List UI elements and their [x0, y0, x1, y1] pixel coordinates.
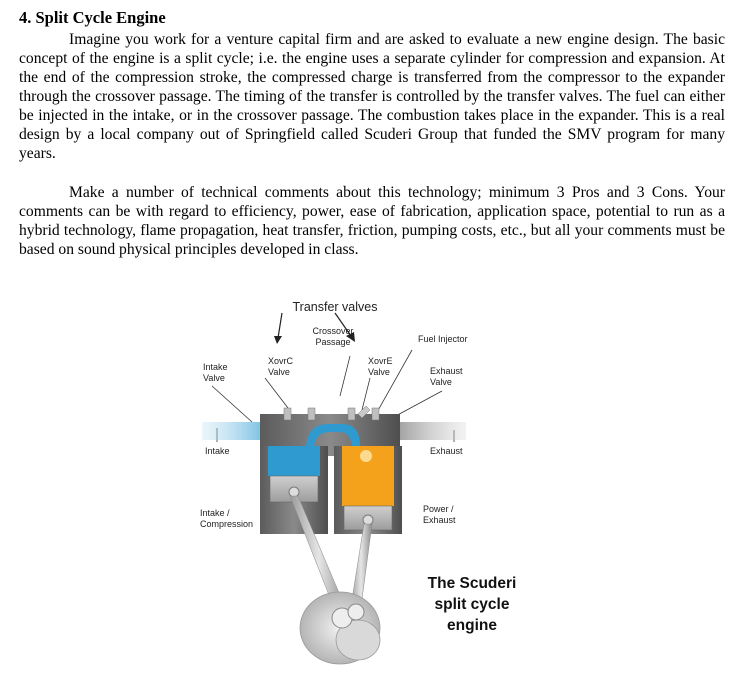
engine-diagram — [202, 312, 466, 665]
intake-valve — [283, 407, 292, 421]
leader-intake-valve — [211, 385, 253, 423]
paragraph-intro: Imagine you work for a venture capital f… — [19, 31, 725, 162]
fuel-injector — [357, 405, 371, 419]
compressor-charge — [268, 446, 320, 476]
label-xovrc-valve: XovrC Valve — [268, 356, 294, 377]
xovre-valve — [347, 407, 356, 421]
exhaust-pipe — [386, 422, 466, 440]
label-xovre-valve: XovrE Valve — [368, 356, 393, 377]
leader-xovre — [361, 377, 371, 411]
label-transfer-valves: Transfer valves — [292, 300, 378, 314]
compressor-pin — [288, 486, 300, 498]
crossover-passage — [306, 424, 360, 446]
flame-kernel — [360, 450, 372, 462]
crank-pin-b — [347, 603, 365, 621]
xovrc-valve — [307, 407, 316, 421]
expander-pin — [362, 514, 374, 526]
transfer-arrow-right — [334, 312, 352, 337]
label-exhaust-valve: Exhaust Valve — [430, 366, 463, 387]
label-exhaust: Exhaust — [430, 446, 463, 456]
expander-charge — [342, 446, 394, 506]
label-power-exhaust: Power / Exhaust — [423, 504, 456, 525]
label-intake-compression: Intake / Compression — [200, 508, 254, 529]
leader-crossover — [339, 355, 351, 397]
transfer-arrowhead-left — [274, 336, 282, 344]
label-crossover-passage: Crossover Passage — [312, 326, 354, 347]
label-fuel-injector: Fuel Injector — [418, 334, 468, 344]
label-intake-valve: Intake Valve — [203, 362, 228, 383]
document: 4. Split Cycle Engine Imagine you work f… — [19, 8, 725, 259]
leader-xovrc — [264, 377, 289, 409]
transfer-arrow-left — [277, 312, 283, 339]
exhaust-valve — [371, 407, 380, 421]
section-heading: 4. Split Cycle Engine — [19, 8, 166, 27]
figure-caption: The Scuderi split cycle engine — [427, 575, 517, 634]
leader-fuel-injector — [375, 349, 413, 415]
leader-exhaust-valve — [391, 390, 443, 419]
transfer-arrowhead-right — [346, 332, 355, 342]
label-intake: Intake — [205, 446, 230, 456]
engine-figure: Transfer valves Crossover Passage Fuel I… — [190, 296, 550, 696]
paragraph-task: Make a number of technical comments abou… — [19, 184, 725, 258]
